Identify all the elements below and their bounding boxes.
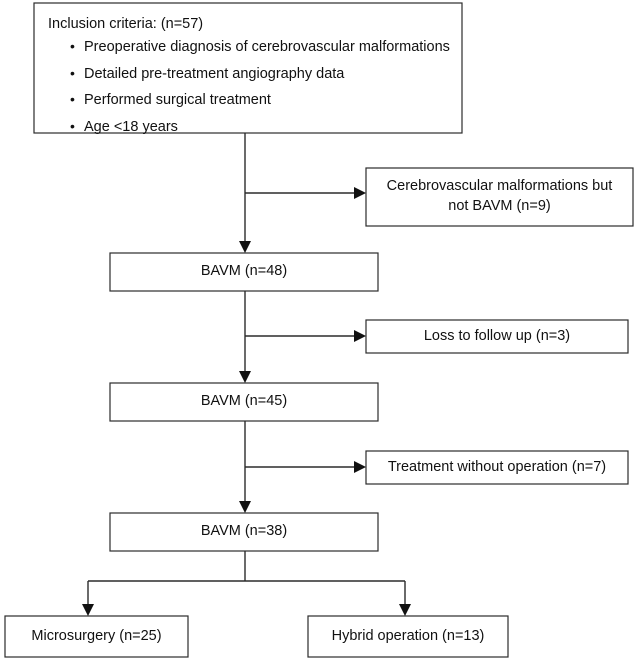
criteria-item: Detailed pre-treatment angiography data bbox=[70, 66, 462, 82]
arrowhead-down-left bbox=[82, 604, 94, 616]
criteria-item: Age <18 years bbox=[70, 119, 462, 135]
inclusion-criteria-list: Preoperative diagnosis of cerebrovascula… bbox=[48, 39, 462, 135]
excluded-box-1 bbox=[365, 167, 634, 227]
arrowhead-down-3 bbox=[239, 501, 251, 513]
inclusion-criteria-content: Inclusion criteria: (n=57) Preoperative … bbox=[34, 3, 462, 135]
arrowhead-down-2 bbox=[239, 371, 251, 383]
bavm-38-box bbox=[109, 512, 379, 552]
bavm-45-box bbox=[109, 382, 379, 422]
bavm-48-box bbox=[109, 252, 379, 292]
excluded-box-3 bbox=[365, 450, 629, 485]
arrowhead-down-1 bbox=[239, 241, 251, 253]
arrowhead-right-1 bbox=[354, 187, 366, 199]
arrowhead-down-right bbox=[399, 604, 411, 616]
excluded-box-2 bbox=[365, 319, 629, 354]
inclusion-criteria-heading: Inclusion criteria: (n=57) bbox=[48, 16, 204, 32]
criteria-item: Preoperative diagnosis of cerebrovascula… bbox=[70, 39, 462, 55]
hybrid-operation-box bbox=[307, 615, 509, 658]
microsurgery-box bbox=[4, 615, 189, 658]
arrowhead-right-3 bbox=[354, 461, 366, 473]
arrowhead-right-2 bbox=[354, 330, 366, 342]
criteria-item: Performed surgical treatment bbox=[70, 92, 462, 108]
